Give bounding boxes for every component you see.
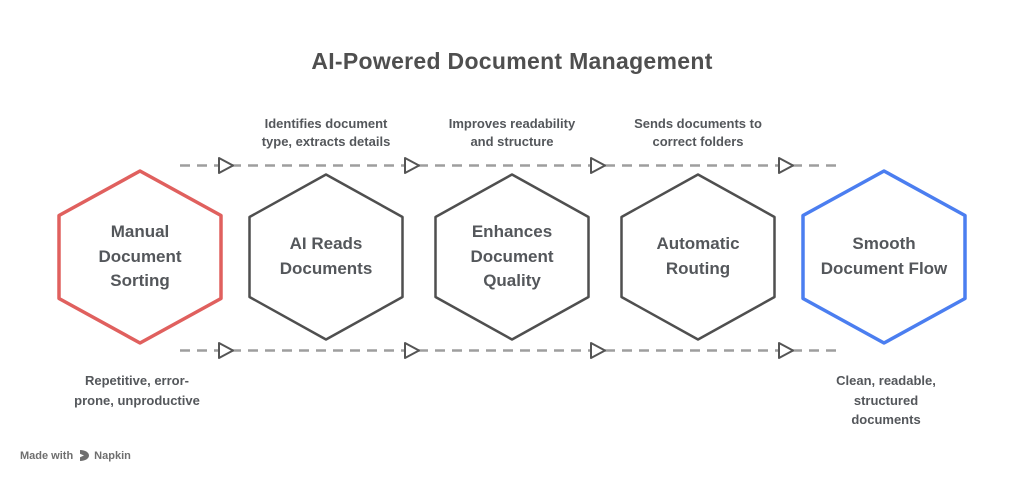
- arrowhead-icon: [778, 342, 794, 359]
- arrowhead-icon: [590, 342, 606, 359]
- annotation-manual-downsides: Repetitive, error-prone, unproductive: [74, 373, 200, 408]
- hexagon-outline: [801, 169, 967, 345]
- diagram-title: AI-Powered Document Management: [311, 48, 713, 74]
- arrowhead-icon: [218, 342, 234, 359]
- hexagon-outline: [620, 173, 776, 341]
- hexagon-outline: [57, 169, 223, 345]
- arrowhead-icon: [590, 157, 606, 174]
- hexagon-outline: [434, 173, 590, 341]
- made-with-napkin: Made with Napkin: [20, 449, 131, 462]
- arrowhead-icon: [404, 157, 420, 174]
- napkin-logo-icon: [80, 450, 90, 461]
- arrowhead-icon: [778, 157, 794, 174]
- arrowhead-icon: [404, 342, 420, 359]
- napkin-brand-label: Napkin: [94, 449, 131, 462]
- hexagon-outline: [248, 173, 404, 341]
- made-with-label: Made with: [20, 449, 74, 462]
